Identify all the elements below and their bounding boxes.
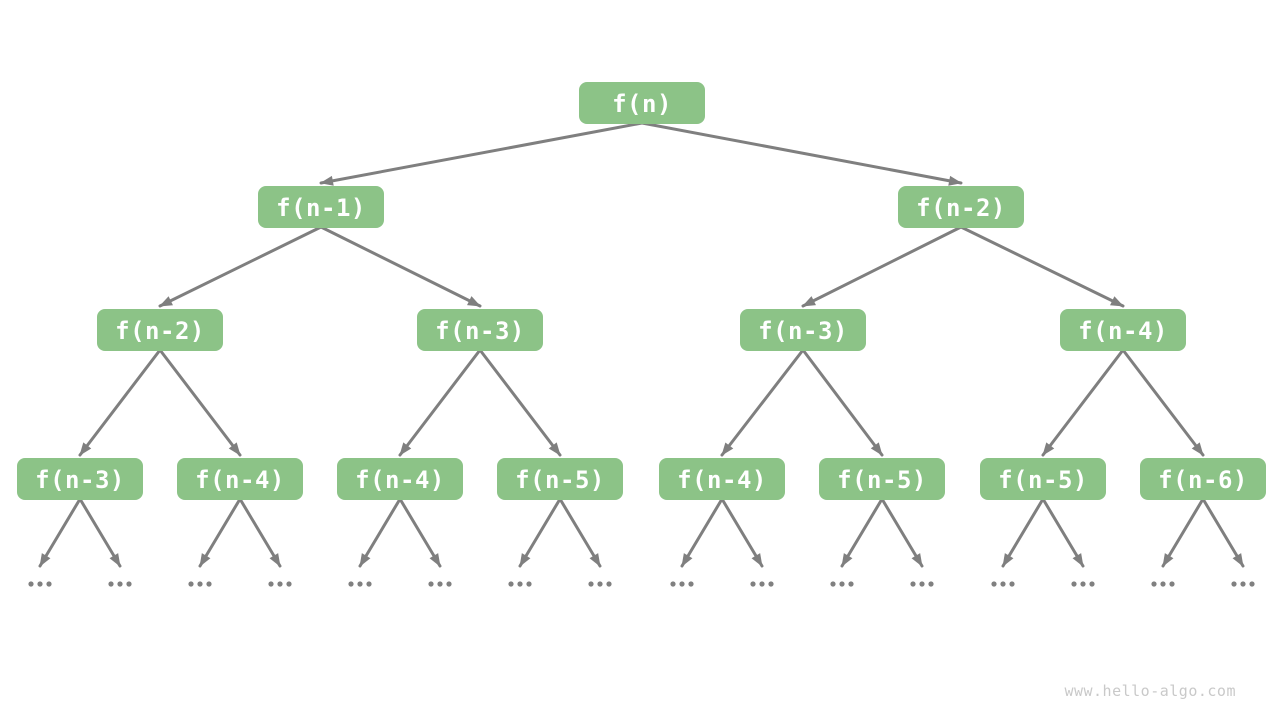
- tree-node-label: f(n-2): [115, 317, 205, 345]
- tree-edge: [1121, 348, 1205, 457]
- tree-edge: [478, 348, 562, 457]
- tree-node: f(n-5): [497, 458, 623, 500]
- tree-edge: [78, 348, 162, 457]
- ellipsis-leaf: [428, 581, 452, 587]
- tree-node-label: f(n-4): [195, 466, 285, 494]
- tree-edge: [198, 497, 242, 568]
- ellipsis-leaf: [991, 581, 1015, 587]
- tree-edge: [959, 225, 1125, 308]
- tree-edge: [640, 121, 963, 186]
- ellipsis-leaf: [670, 581, 694, 587]
- tree-edge: [801, 348, 884, 457]
- tree-node: f(n-4): [1060, 309, 1186, 351]
- tree-edge: [680, 497, 724, 568]
- tree-edge: [1041, 497, 1085, 568]
- tree-edge: [158, 225, 323, 308]
- tree-edge: [880, 497, 924, 568]
- tree-node: f(n-2): [898, 186, 1024, 228]
- tree-node-label: f(n-4): [677, 466, 767, 494]
- tree-node-label: f(n-4): [1078, 317, 1168, 345]
- tree-node: f(n-5): [980, 458, 1106, 500]
- ellipsis-leaf: [348, 581, 372, 587]
- tree-node: f(n-4): [659, 458, 785, 500]
- ellipsis-leaf: [28, 581, 52, 587]
- tree-edge: [558, 497, 602, 568]
- tree-edge: [1001, 497, 1045, 568]
- tree-node-label: f(n-1): [276, 194, 366, 222]
- tree-edge: [38, 497, 82, 568]
- ellipsis-leaf: [1071, 581, 1095, 587]
- tree-edge: [1041, 348, 1125, 457]
- tree-edge: [398, 348, 482, 457]
- ellipsis-leaf: [1151, 581, 1175, 587]
- ellipsis-leaf: [108, 581, 132, 587]
- tree-edge: [720, 348, 805, 457]
- tree-node: f(n-3): [17, 458, 143, 500]
- tree-node-label: f(n-4): [355, 466, 445, 494]
- tree-node-label: f(n-6): [1158, 466, 1248, 494]
- ellipsis-leaf: [508, 581, 532, 587]
- tree-node-label: f(n-3): [35, 466, 125, 494]
- tree-edge: [398, 497, 442, 568]
- tree-edge: [319, 225, 482, 308]
- tree-node-label: f(n-5): [837, 466, 927, 494]
- tree-node: f(n-4): [177, 458, 303, 500]
- tree-edge: [238, 497, 282, 568]
- ellipsis-leaf: [588, 581, 612, 587]
- tree-edge: [1201, 497, 1245, 568]
- ellipsis-leaf: [268, 581, 292, 587]
- tree-node: f(n-6): [1140, 458, 1266, 500]
- tree-edge: [840, 497, 884, 568]
- tree-node-label: f(n-3): [435, 317, 525, 345]
- ellipsis-leaf: [1231, 581, 1255, 587]
- tree-edge: [720, 497, 764, 568]
- tree-node: f(n-3): [740, 309, 866, 351]
- ellipsis-leaf: [910, 581, 934, 587]
- tree-node: f(n-1): [258, 186, 384, 228]
- tree-edge: [1161, 497, 1205, 568]
- tree-edge: [801, 225, 963, 308]
- tree-node-label: f(n-2): [916, 194, 1006, 222]
- tree-edge: [158, 348, 242, 457]
- tree-node: f(n-4): [337, 458, 463, 500]
- tree-node: f(n-3): [417, 309, 543, 351]
- ellipsis-leaf: [750, 581, 774, 587]
- tree-node-label: f(n-5): [515, 466, 605, 494]
- tree-node-label: f(n): [612, 90, 672, 118]
- ellipsis-leaf: [830, 581, 854, 587]
- watermark: www.hello-algo.com: [1064, 682, 1236, 700]
- tree-edge: [518, 497, 562, 568]
- tree-node: f(n-5): [819, 458, 945, 500]
- tree-edge: [319, 121, 644, 186]
- tree-edge: [78, 497, 122, 568]
- ellipsis-leaf: [188, 581, 212, 587]
- tree-node-label: f(n-3): [758, 317, 848, 345]
- tree-node-label: f(n-5): [998, 466, 1088, 494]
- tree-node: f(n): [579, 82, 705, 124]
- tree-edge: [358, 497, 402, 568]
- tree-node: f(n-2): [97, 309, 223, 351]
